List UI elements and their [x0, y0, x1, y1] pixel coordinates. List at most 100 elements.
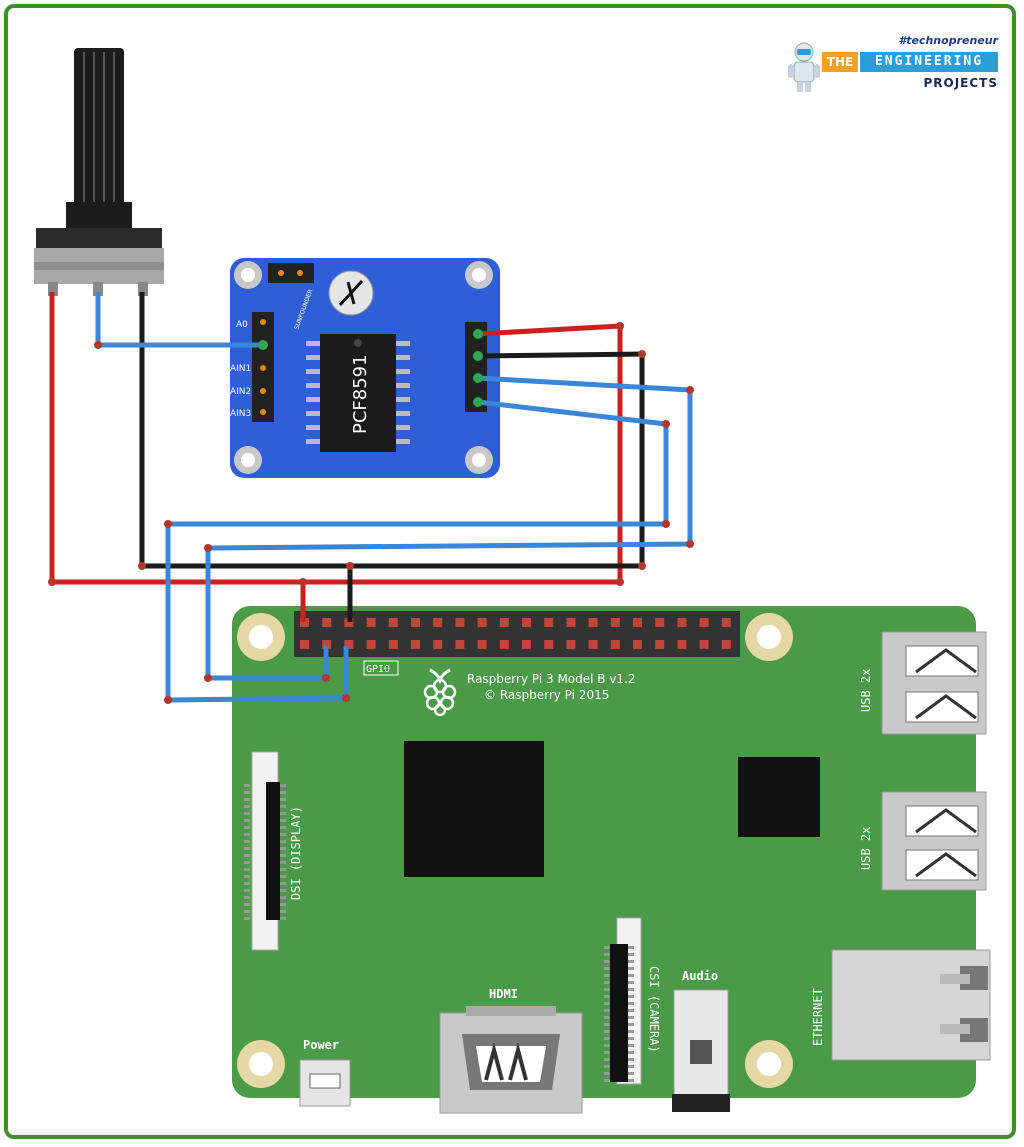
- ic-leg: [306, 425, 320, 430]
- ic-leg: [306, 355, 320, 360]
- gpio-pin: [566, 640, 576, 649]
- csi-label: CSI (CAMERA): [647, 966, 661, 1053]
- connector-tooth: [244, 861, 250, 864]
- ic-leg: [396, 355, 410, 360]
- connector-tooth: [628, 1023, 634, 1026]
- connector-tooth: [604, 1002, 610, 1005]
- gpio-pin: [544, 640, 554, 649]
- connector-tooth: [628, 1002, 634, 1005]
- gpio-pin: [388, 640, 398, 649]
- ic-leg: [306, 439, 320, 444]
- ic-leg: [306, 411, 320, 416]
- ic-leg: [306, 369, 320, 374]
- ethernet-label: ETHERNET: [811, 988, 825, 1046]
- soc-chip: [404, 741, 544, 877]
- module-hole: [465, 261, 493, 289]
- gpio-pin: [522, 618, 531, 627]
- gpio-pin: [655, 640, 665, 649]
- ic-leg: [306, 397, 320, 402]
- logo-tagline: #technopreneur: [898, 34, 998, 47]
- power-label: Power: [303, 1038, 339, 1052]
- connector-tooth: [244, 917, 250, 920]
- ic-leg: [306, 383, 320, 388]
- connector-tooth: [604, 1065, 610, 1068]
- ic-leg: [396, 397, 410, 402]
- connector-tooth: [244, 798, 250, 801]
- raspberry-pi-board: GPIO Raspberry Pi 3 Model B v1.2 © Raspb…: [232, 606, 991, 1114]
- gpio-pin: [721, 618, 731, 627]
- connector-tooth: [280, 875, 286, 878]
- connector-tooth: [604, 967, 610, 970]
- connector-tooth: [604, 1072, 610, 1075]
- connector-tooth: [244, 882, 250, 885]
- connector-tooth: [244, 896, 250, 899]
- gpio-pin: [344, 640, 354, 649]
- mounting-hole: [237, 1040, 285, 1088]
- audio-label: Audio: [682, 969, 718, 983]
- connector-tooth: [280, 826, 286, 829]
- pcf8591-chip: [306, 334, 410, 452]
- ic-leg: [396, 411, 410, 416]
- connector-tooth: [280, 840, 286, 843]
- gpio-pin: [544, 618, 554, 627]
- connector-tooth: [604, 1030, 610, 1033]
- connector-tooth: [628, 1079, 634, 1082]
- module-hole: [465, 446, 493, 474]
- gpio-pin: [477, 618, 487, 627]
- dsi-connector: [244, 751, 286, 951]
- mounting-hole: [745, 613, 793, 661]
- mounting-hole: [745, 1040, 793, 1088]
- connector-tooth: [604, 988, 610, 991]
- connector-tooth: [628, 960, 634, 963]
- wires: [48, 292, 694, 704]
- gpio-label: GPIO: [366, 664, 390, 675]
- connector-tooth: [628, 967, 634, 970]
- gpio-pin: [699, 618, 709, 627]
- connector-tooth: [604, 974, 610, 977]
- connector-tooth: [280, 847, 286, 850]
- connector-tooth: [628, 981, 634, 984]
- usb-port: [881, 631, 987, 735]
- usb-label: USB 2x: [859, 669, 873, 712]
- connector-tooth: [628, 1037, 634, 1040]
- pcf8591-module: SUNFOUNDER A0 AIN1 AIN2 AIN3 PCF8591: [230, 258, 500, 478]
- gpio-header: [294, 611, 740, 657]
- gpio-pin: [677, 640, 687, 649]
- logo-engineering: ENGINEERING: [860, 52, 998, 72]
- connector-tooth: [604, 1058, 610, 1061]
- ic-leg: [396, 425, 410, 430]
- gpio-pin: [344, 618, 354, 627]
- connector-tooth: [280, 819, 286, 822]
- gpio-pin: [300, 618, 309, 627]
- connector-tooth: [628, 1030, 634, 1033]
- connector-tooth: [244, 819, 250, 822]
- connector-tooth: [604, 1009, 610, 1012]
- connector-tooth: [244, 875, 250, 878]
- gpio-pins: [300, 618, 731, 649]
- connector-tooth: [280, 784, 286, 787]
- connector-tooth: [628, 1009, 634, 1012]
- pin-label-ain2: AIN2: [230, 387, 251, 397]
- connector-tooth: [244, 903, 250, 906]
- connector-tooth: [628, 953, 634, 956]
- raspberry-logo-icon: [423, 668, 457, 717]
- connector-tooth: [280, 910, 286, 913]
- pin-label-ain1: AIN1: [230, 364, 251, 374]
- gpio-pin: [411, 618, 420, 627]
- connector-tooth: [628, 995, 634, 998]
- gpio-pin: [633, 618, 642, 627]
- connector-tooth: [244, 889, 250, 892]
- gpio-pin: [366, 618, 376, 627]
- connector-tooth: [244, 833, 250, 836]
- gpio-pin: [588, 618, 598, 627]
- connector-tooth: [280, 833, 286, 836]
- connector-tooth: [604, 946, 610, 949]
- ic-leg: [396, 383, 410, 388]
- connector-tooth: [628, 974, 634, 977]
- connector-tooth: [244, 868, 250, 871]
- chip-label: PCF8591: [350, 354, 371, 434]
- connector-tooth: [628, 1065, 634, 1068]
- connector-tooth: [604, 960, 610, 963]
- dsi-label: DSI (DISPLAY): [289, 806, 303, 900]
